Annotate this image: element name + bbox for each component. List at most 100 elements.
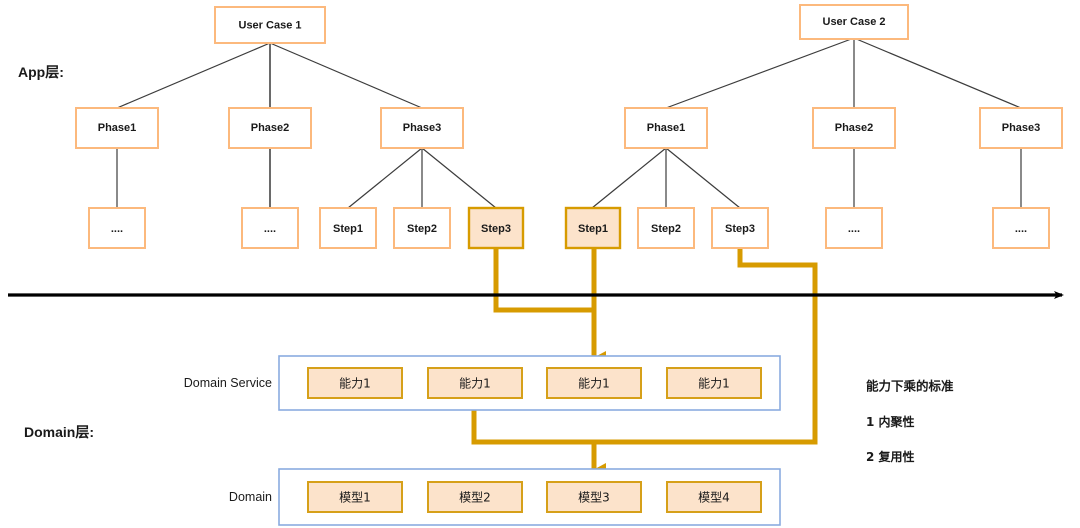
notes-line-1: 1 内聚性 bbox=[866, 414, 915, 429]
edge-uc1-phase1 bbox=[116, 42, 271, 109]
node-uc2-phase2-box[interactable] bbox=[812, 107, 896, 149]
edge-uc2-p1-step1 bbox=[591, 147, 667, 209]
app-layer-title: App层: bbox=[18, 64, 64, 80]
node-uc1-phase3-label: Phase3 bbox=[403, 122, 442, 134]
node-uc2-p1-step3-label: Step3 bbox=[725, 223, 755, 235]
node-uc2-p3-step1-box[interactable] bbox=[992, 207, 1050, 249]
flow-routes bbox=[471, 241, 818, 477]
node-capability-4-box[interactable] bbox=[666, 367, 762, 399]
node-uc2-p2-step1[interactable]: .... bbox=[825, 207, 883, 249]
node-model-4-label: 模型4 bbox=[698, 491, 730, 505]
node-user-case-1-label: User Case 1 bbox=[239, 20, 302, 32]
notes-line-2: 2 复用性 bbox=[866, 449, 915, 464]
node-uc2-p1-step2[interactable]: Step2 bbox=[637, 207, 695, 249]
node-model-3-label: 模型3 bbox=[578, 491, 610, 505]
node-capability-2-box[interactable] bbox=[427, 367, 523, 399]
node-uc1-phase2-label: Phase2 bbox=[251, 122, 290, 134]
node-user-case-1-box[interactable] bbox=[214, 6, 326, 44]
node-uc1-p3-step3-box[interactable] bbox=[467, 206, 525, 250]
edge-uc1-p3-step1 bbox=[347, 147, 423, 209]
domain-row-label: Domain bbox=[229, 490, 272, 504]
node-uc2-phase3[interactable]: Phase3 bbox=[979, 107, 1063, 149]
flow-uc1-step3-to-capability bbox=[493, 241, 594, 313]
node-uc1-phase3[interactable]: Phase3 bbox=[380, 107, 464, 149]
node-uc2-p1-step3-box[interactable] bbox=[711, 207, 769, 249]
node-capability-3[interactable]: 能力1 bbox=[546, 367, 642, 399]
node-uc1-p2-step1-box[interactable] bbox=[241, 207, 299, 249]
node-user-case-2-label: User Case 2 bbox=[823, 16, 886, 28]
node-uc2-phase1-label: Phase1 bbox=[647, 122, 686, 134]
node-model-3-box[interactable] bbox=[546, 481, 642, 513]
domain-layer-title: Domain层: bbox=[24, 424, 94, 440]
node-uc1-p1-step1[interactable]: .... bbox=[88, 207, 146, 249]
node-uc1-phase3-box[interactable] bbox=[380, 107, 464, 149]
node-uc2-p1-step1-box[interactable] bbox=[564, 206, 622, 250]
edge-uc2-phase1 bbox=[665, 37, 855, 109]
node-uc1-p1-step1-label: .... bbox=[111, 223, 123, 235]
node-uc1-p3-step1-box[interactable] bbox=[319, 207, 377, 249]
node-model-3[interactable]: 模型3 bbox=[546, 481, 642, 513]
node-model-1[interactable]: 模型1 bbox=[307, 481, 403, 513]
node-capability-1[interactable]: 能力1 bbox=[307, 367, 403, 399]
node-uc2-p1-step2-label: Step2 bbox=[651, 223, 681, 235]
node-uc2-p2-step1-label: .... bbox=[848, 223, 860, 235]
node-uc1-p3-step1[interactable]: Step1 bbox=[319, 207, 377, 249]
node-capability-4[interactable]: 能力1 bbox=[666, 367, 762, 399]
node-capability-1-label: 能力1 bbox=[339, 377, 371, 391]
domain-service-row-label: Domain Service bbox=[184, 376, 272, 390]
node-uc1-p3-step3[interactable]: Step3 bbox=[467, 206, 525, 250]
node-uc2-p1-step1[interactable]: Step1 bbox=[564, 206, 622, 250]
node-uc1-phase2-box[interactable] bbox=[228, 107, 312, 149]
flow-capability2-to-model3 bbox=[471, 400, 606, 477]
node-uc1-phase2[interactable]: Phase2 bbox=[228, 107, 312, 149]
node-capability-3-label: 能力1 bbox=[578, 377, 610, 391]
node-uc1-p1-step1-box[interactable] bbox=[88, 207, 146, 249]
node-model-1-box[interactable] bbox=[307, 481, 403, 513]
uc2-tree-edges bbox=[591, 37, 1022, 209]
node-uc2-p3-step1[interactable]: .... bbox=[992, 207, 1050, 249]
node-capability-2-label: 能力1 bbox=[459, 377, 491, 391]
node-user-case-2[interactable]: User Case 2 bbox=[799, 4, 909, 40]
node-uc1-phase1[interactable]: Phase1 bbox=[75, 107, 159, 149]
node-uc2-p1-step3[interactable]: Step3 bbox=[711, 207, 769, 249]
node-uc2-phase3-label: Phase3 bbox=[1002, 122, 1041, 134]
uc1-tree-edges bbox=[116, 42, 497, 209]
node-uc2-p2-step1-box[interactable] bbox=[825, 207, 883, 249]
node-uc2-phase2[interactable]: Phase2 bbox=[812, 107, 896, 149]
node-uc1-phase1-box[interactable] bbox=[75, 107, 159, 149]
edge-uc1-phase3 bbox=[269, 42, 423, 109]
node-uc2-phase2-label: Phase2 bbox=[835, 122, 874, 134]
node-uc1-phase1-label: Phase1 bbox=[98, 122, 137, 134]
node-uc1-p2-step1-label: .... bbox=[264, 223, 276, 235]
node-model-1-label: 模型1 bbox=[339, 491, 371, 505]
node-model-2[interactable]: 模型2 bbox=[427, 481, 523, 513]
node-uc2-p3-step1-label: .... bbox=[1015, 223, 1027, 235]
node-uc1-p3-step1-label: Step1 bbox=[333, 223, 363, 235]
node-capability-4-label: 能力1 bbox=[698, 377, 730, 391]
node-uc1-p3-step3-label: Step3 bbox=[481, 223, 511, 235]
node-uc1-p2-step1[interactable]: .... bbox=[241, 207, 299, 249]
edge-uc2-phase3 bbox=[853, 37, 1022, 109]
node-uc1-p3-step2-box[interactable] bbox=[393, 207, 451, 249]
flow-uc2-step3-to-domain bbox=[594, 241, 818, 445]
node-uc2-p1-step1-label: Step1 bbox=[578, 223, 608, 235]
node-user-case-1[interactable]: User Case 1 bbox=[214, 6, 326, 44]
notes-title: 能力下乘的标准 bbox=[866, 379, 954, 394]
node-uc2-phase1[interactable]: Phase1 bbox=[624, 107, 708, 149]
node-uc2-phase3-box[interactable] bbox=[979, 107, 1063, 149]
edge-uc2-p1-step3 bbox=[665, 147, 741, 209]
node-uc2-phase1-box[interactable] bbox=[624, 107, 708, 149]
node-model-2-box[interactable] bbox=[427, 481, 523, 513]
node-user-case-2-box[interactable] bbox=[799, 4, 909, 40]
node-uc2-p1-step2-box[interactable] bbox=[637, 207, 695, 249]
node-capability-3-box[interactable] bbox=[546, 367, 642, 399]
node-model-4[interactable]: 模型4 bbox=[666, 481, 762, 513]
node-capability-1-box[interactable] bbox=[307, 367, 403, 399]
node-capability-2[interactable]: 能力1 bbox=[427, 367, 523, 399]
node-uc1-p3-step2[interactable]: Step2 bbox=[393, 207, 451, 249]
node-model-4-box[interactable] bbox=[666, 481, 762, 513]
node-model-2-label: 模型2 bbox=[459, 491, 491, 505]
edge-uc1-p3-step3 bbox=[421, 147, 497, 209]
